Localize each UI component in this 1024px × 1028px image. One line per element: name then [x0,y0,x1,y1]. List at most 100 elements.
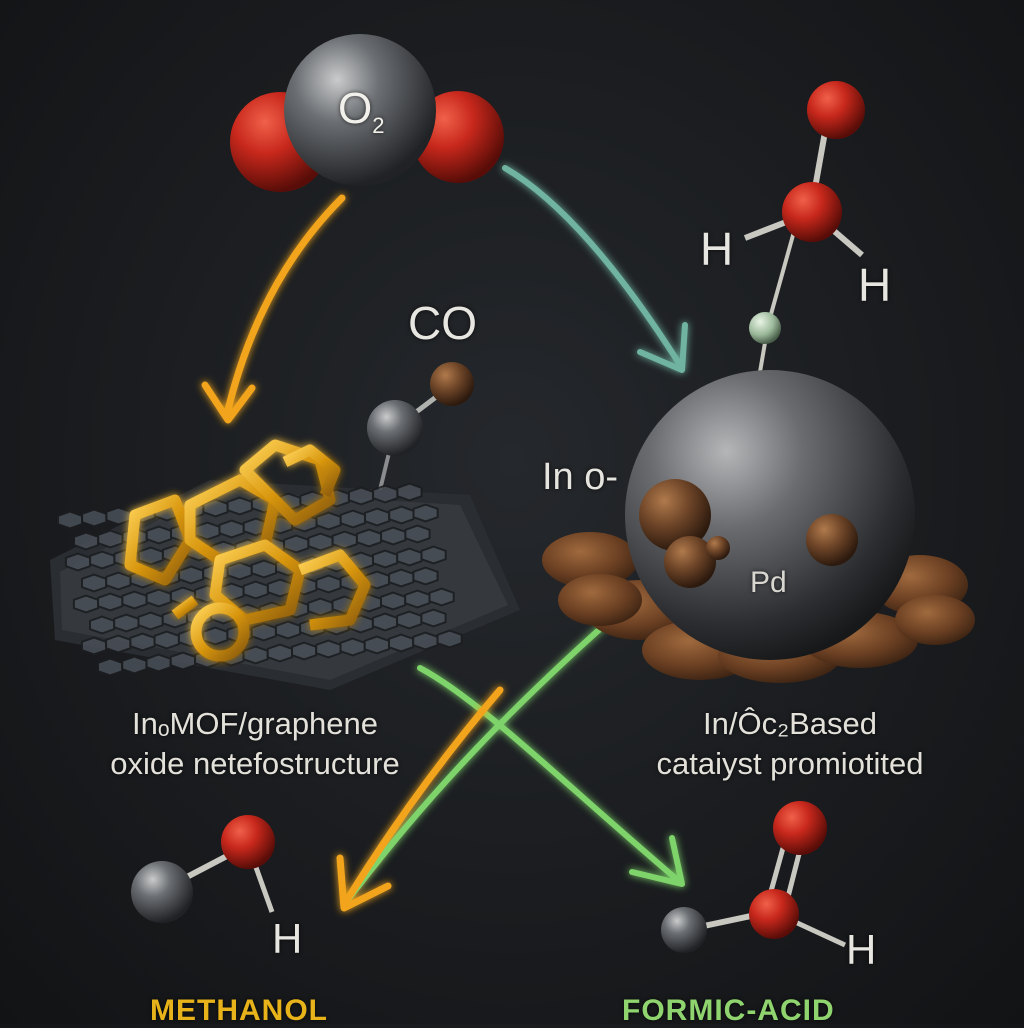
graphene-hex-cell [436,629,463,649]
o2-label: O2 [338,84,384,138]
graphene-hex-cell [396,547,423,567]
graphene-hex-cell [388,633,415,653]
left-catalyst-caption: InₒMOF/graphene oxide netefostructure [60,704,450,784]
graphene-hex-cell [218,519,245,539]
graphene-hex-cell [226,561,253,581]
graphene-hex-cell [266,643,293,663]
graphene-hex-cell [388,505,415,525]
left-caption-line1: InₒMOF/graphene [131,706,379,741]
graphene-hex-cell [129,632,156,652]
graphene-hex-cell [80,636,108,656]
graphene-hex-cell [315,574,342,594]
graphene-hex-cell [137,611,164,631]
graphene-hex-cell [97,529,124,549]
methanol-h-label: H [272,915,303,962]
o2-letter: O [338,84,373,133]
graphene-hex-cell [412,566,439,586]
graphene-hex-cell [355,528,383,548]
graphene-hex-cell [194,521,221,541]
graphene-hex-cell [145,653,172,673]
graphene-hex-cell [121,655,148,675]
graphene-hex-cell [331,530,358,550]
graphene-hex-cell [73,531,100,551]
graphene-hex-cell [242,580,269,600]
o2-subscript: 2 [372,113,385,138]
graphene-hex-cell [380,526,407,546]
right-caption-line2: cataiyst promiotited [656,746,924,781]
graphene-hex-cell [396,482,423,502]
graphene-hex-cell [380,591,407,611]
graphene-hex-cell [274,620,302,640]
formic-acid-molecule-icon [661,801,847,953]
graphene-hex-cell [371,612,399,632]
graphene-hex-cell [81,508,108,528]
graphene-hex-cell [121,590,148,610]
graphene-hex-cell [113,613,140,633]
graphene-hex-cell [202,498,229,518]
graphene-hex-cell [372,484,399,504]
graphene-hex-cell [97,592,124,612]
molecule-co-icon [367,362,474,491]
graphene-hex-cell [202,626,229,646]
graphene-hex-cell [420,545,447,565]
graphene-hex-cell [105,634,132,654]
pd-label: Pd [750,566,787,599]
graphene-hex-cell [250,622,277,642]
graphene-hex-cell [178,565,205,585]
right-catalyst-caption: In/Ôc₂Based cataiyst promiotited [600,704,980,784]
graphene-sheet [50,480,520,690]
graphene-hex-cell [250,559,277,579]
graphene-hex-cell [404,524,431,544]
graphene-hex-cell [307,532,334,552]
mof-graphene-icon [50,439,520,690]
molecule-o2-icon [230,34,504,192]
water-h-left: H [700,223,734,275]
graphene-hex-cell [404,589,431,609]
graphene-hex-cell [145,525,172,545]
arrow-o2-to-mof [201,194,346,424]
graphene-hex-cell [363,635,390,655]
arrow-mof-to-formic [417,665,685,887]
graphene-hex-cell [105,571,132,591]
graphene-hex-cell [347,486,375,506]
graphene-hex-cell [56,510,84,530]
graphene-hex-cell [364,507,391,527]
mof-gold-framework [124,439,371,662]
graphene-hex-cell [81,573,108,593]
graphene-hex-cell [420,608,447,628]
graphene-hex-cell [64,552,92,572]
graphene-hex-cell [315,639,342,659]
right-caption-line1: In/Ôc₂Based [702,706,877,741]
arrow-sphere-to-methanol [336,617,613,912]
graphene-hex-cell [291,641,318,661]
formic-h-label: H [846,926,877,973]
graphene-hex-cell [412,503,439,523]
in-o-label: In o- [542,456,619,498]
co-label: CO [408,297,477,349]
graphene-hex-cell [283,534,310,554]
graphene-hex-cell [396,610,423,630]
graphene-hex-cell [153,630,180,650]
methanol-product-label: METHANOL [150,994,328,1027]
graphene-hex-cell [89,550,116,570]
methanol-molecule-icon [131,815,275,923]
graphene-hex-cell [428,587,455,607]
graphene-hex-cell [307,597,334,617]
graphene-hex-cell [89,615,116,635]
graphene-hex-cell [315,511,342,531]
graphene-hex-cell [226,496,253,516]
graphene-hex-cell [242,645,269,665]
formic-acid-product-label: FORMIC-ACID [622,994,835,1027]
graphene-hex-cell [97,657,124,677]
molecule-water-icon [743,81,865,373]
graphene-hex-cell [72,594,100,614]
graphene-hex-cell [145,588,172,608]
graphene-hex-cell [169,651,196,671]
graphene-hex-cell [339,637,366,657]
graphene-hex-cell [339,509,366,529]
graphene-hex-cell [105,506,132,526]
metal-sphere-catalyst-icon [542,370,975,683]
left-caption-line2: oxide netefostructure [110,746,400,781]
graphene-hex-cell [137,546,164,566]
